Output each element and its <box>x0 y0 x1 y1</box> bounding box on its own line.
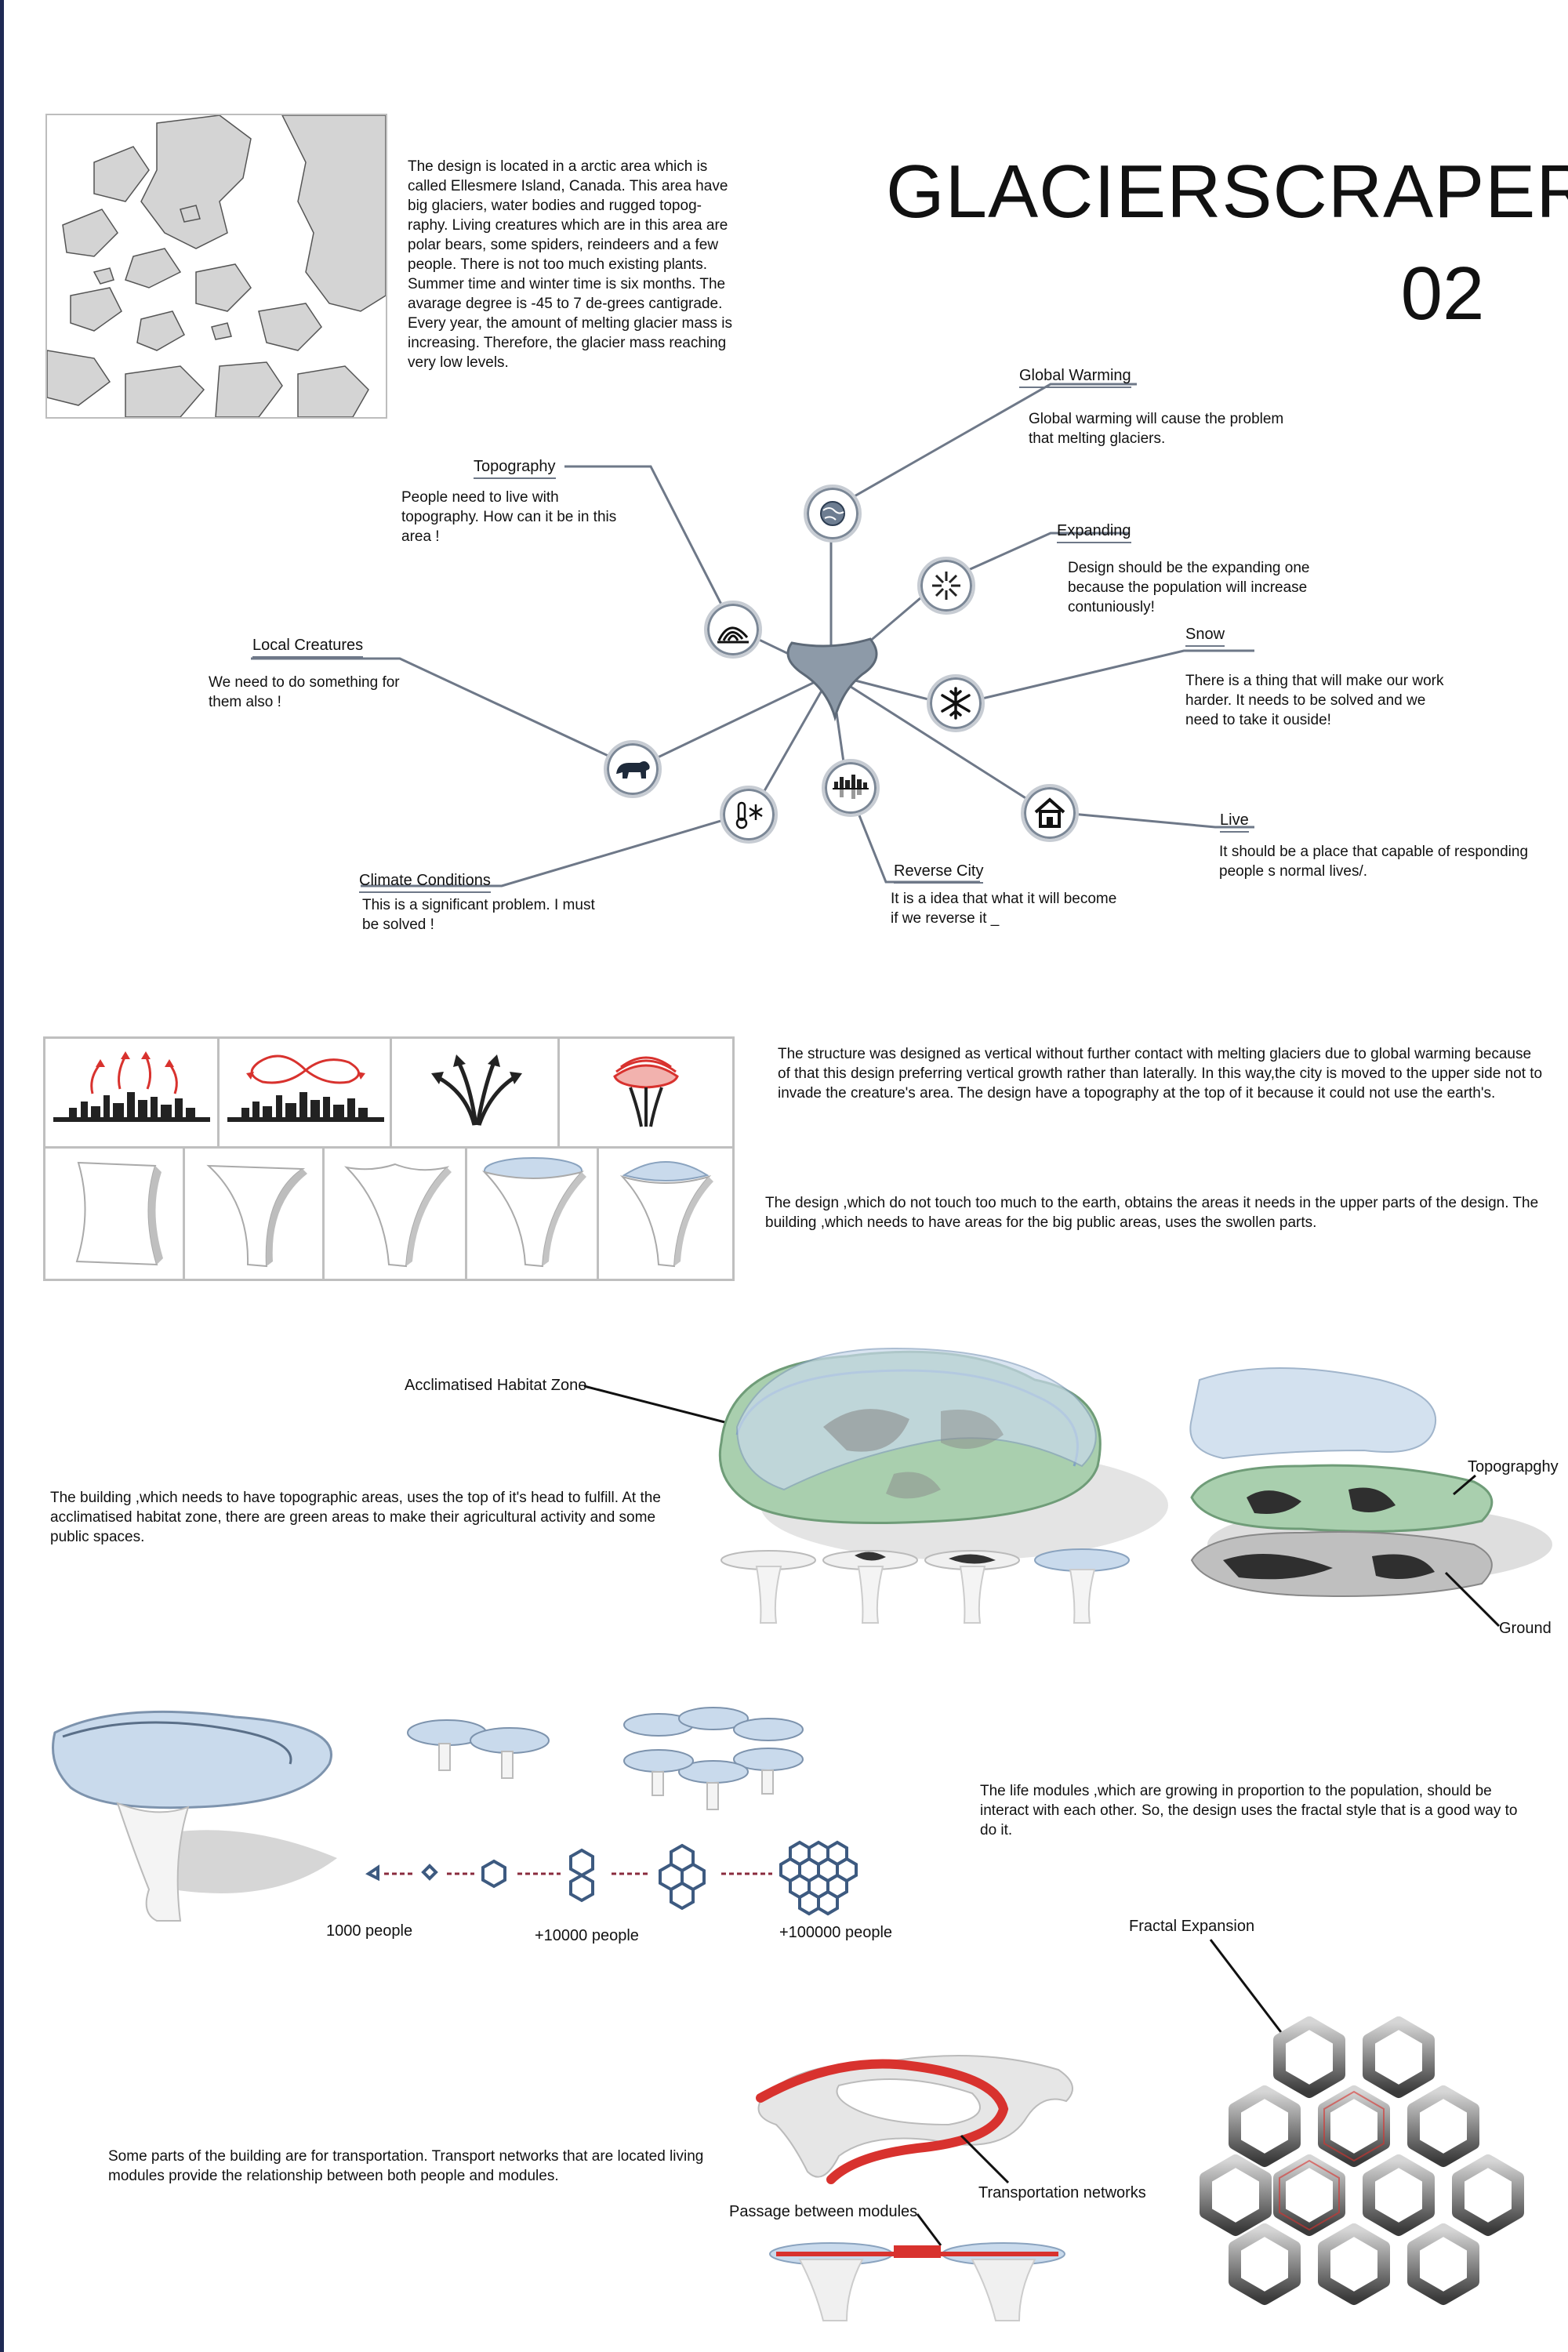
globe-icon <box>804 485 862 543</box>
location-map <box>45 114 387 419</box>
passage-render <box>769 2213 1065 2321</box>
habitat-module-render <box>718 1347 1168 1560</box>
page-number: 02 <box>1400 252 1485 336</box>
fractal-growth-sequence <box>365 1840 858 1916</box>
growth-stage-1000: 1000 people <box>326 1922 413 1940</box>
ground-layer-label: Ground <box>1499 1620 1552 1637</box>
factor-label-climate: Climate Conditions <box>359 872 491 893</box>
fractal-expansion-callout <box>1209 1939 1287 2039</box>
habitat-zone-label: Acclimatised Habitat Zone <box>405 1377 587 1394</box>
concept-cell-spreading-arrows <box>390 1036 562 1151</box>
factor-label-live: Live <box>1220 811 1249 833</box>
concept-cell-form-4 <box>465 1146 601 1281</box>
concept-text-2: The design ,which do not touch too much … <box>765 1195 1539 1231</box>
factor-text-global-warming: Global warming will cause the problem th… <box>1029 411 1284 447</box>
arctic-islands-map <box>47 115 386 417</box>
factor-text-expanding: Design should be the expanding one becau… <box>1068 560 1310 615</box>
concept-cell-form-1 <box>43 1146 187 1281</box>
factor-text-reverse-city: It is a idea that what it will become if… <box>891 891 1117 927</box>
single-module-render <box>52 1710 337 1922</box>
transport-network-render <box>756 2055 1073 2184</box>
factor-label-topography: Topography <box>474 458 556 479</box>
passage-label: Passage between modules <box>729 2203 918 2220</box>
reverse-city-icon <box>822 759 880 817</box>
page-title: GLACIERSCRAPER <box>886 150 1568 234</box>
growth-text: The life modules ,which are growing in p… <box>980 1783 1518 1838</box>
growth-stage-10000: +10000 people <box>535 1927 639 1944</box>
factor-label-snow: Snow <box>1185 626 1225 647</box>
ground-layer-callout <box>1444 1571 1501 1628</box>
cluster-module-render <box>407 1707 804 1810</box>
concept-hub-lines <box>251 383 1254 887</box>
factor-text-live: It should be a place that capable of res… <box>1219 844 1529 880</box>
snowflake-icon <box>927 674 985 732</box>
concept-cell-topography-top <box>557 1036 735 1151</box>
expand-arrows-icon <box>917 557 975 615</box>
growth-stage-100000: +100000 people <box>779 1924 893 1941</box>
concept-cell-infinity-city <box>217 1036 394 1151</box>
fractal-expansion-render <box>1200 2016 1524 2305</box>
transport-networks-label: Transportation networks <box>978 2184 1146 2201</box>
concept-cell-form-2 <box>183 1146 327 1281</box>
factor-label-local-creatures: Local Creatures <box>252 637 364 658</box>
bear-icon <box>604 740 662 798</box>
habitat-module-sequence <box>720 1548 1130 1624</box>
topography-layer-label: Topograpghy <box>1468 1458 1559 1475</box>
factor-text-snow: There is a thing that will make our work… <box>1185 673 1444 728</box>
factor-label-global-warming: Global Warming <box>1019 367 1131 388</box>
topography-layer-callout <box>1453 1474 1476 1496</box>
habitat-zone-callout <box>583 1385 738 1427</box>
concept-text-1: The structure was designed as vertical w… <box>778 1046 1543 1102</box>
factor-text-climate: This is a significant problem. I must be… <box>362 897 595 933</box>
fractal-expansion-label: Fractal Expansion <box>1129 1918 1255 1935</box>
factor-text-local-creatures: We need to do something for them also ! <box>209 674 400 710</box>
transport-networks-callout <box>960 2134 1010 2184</box>
factor-label-expanding: Expanding <box>1057 522 1131 543</box>
intro-text: The design is located in a arctic area w… <box>408 158 732 371</box>
house-icon <box>1021 784 1079 842</box>
hub-center-shape <box>786 637 878 722</box>
concept-cell-form-5 <box>597 1146 735 1281</box>
topography-icon <box>704 601 762 659</box>
factor-label-reverse-city: Reverse City <box>894 862 984 884</box>
factor-text-topography: People need to live with topography. How… <box>401 489 617 545</box>
transport-text: Some parts of the building are for trans… <box>108 2148 704 2184</box>
left-edge-bar <box>0 0 4 2352</box>
concept-cell-rising-city <box>43 1036 222 1151</box>
habitat-text: The building ,which needs to have topogr… <box>50 1490 661 1545</box>
concept-cell-form-3 <box>322 1146 470 1281</box>
habitat-exploded-layers <box>1189 1367 1552 1597</box>
thermometer-snow-icon <box>720 786 778 844</box>
